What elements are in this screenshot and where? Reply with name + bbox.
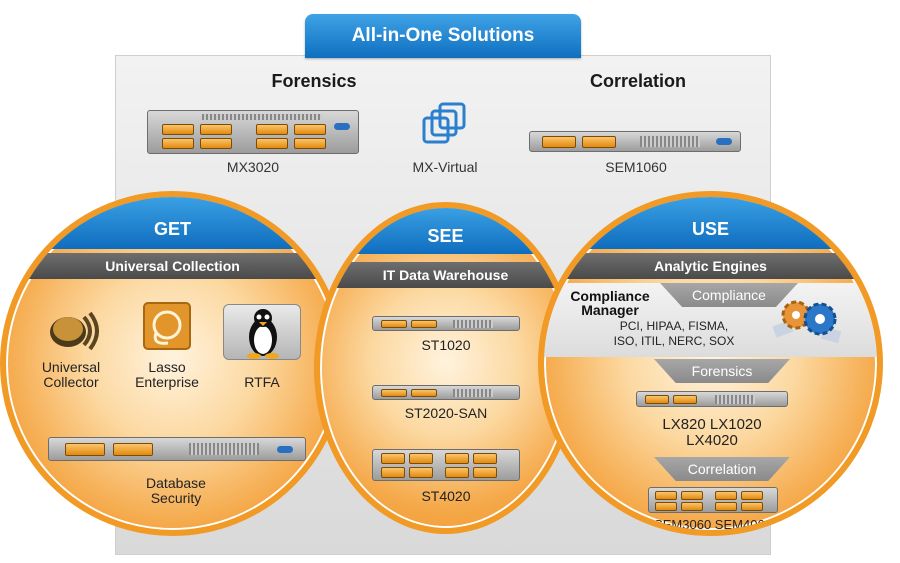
universal-collection-bar: Universal Collection [6,253,339,279]
it-data-warehouse-bar: IT Data Warehouse [320,262,571,288]
see-title: SEE [320,208,571,254]
sem-server-icon [648,487,778,513]
standards-line-1: PCI, HIPAA, FISMA, [619,319,729,333]
compliance-manager-label: Compliance Manager [560,289,660,317]
sem1060-server-icon [529,131,741,152]
standards-line-2: ISO, ITIL, NERC, SOX [613,334,735,348]
compliance-standards: PCI, HIPAA, FISMA, ISO, ITIL, NERC, SOX [584,319,764,349]
virtual-cubes-icon [422,102,466,144]
all-in-one-tab: All-in-One Solutions [305,14,581,58]
use-circle: USE Analytic Engines Compliance Complian… [538,191,883,536]
forensics-heading: Forensics [271,71,357,91]
compliance-manager-line-1: Compliance [570,288,650,304]
linux-penguin-icon [247,309,279,359]
sem-models-label: SEM3060 SEM4060 [654,517,772,532]
forensics-trapezoid: Forensics [654,359,790,383]
lx-models-line-2: LX4020 [686,432,738,449]
database-security-label: Database Security [126,476,226,506]
analytic-engines-bar: Analytic Engines [544,253,877,279]
correlation-heading: Correlation [589,71,686,91]
universal-collector-label: Universal Collector [26,360,116,390]
st4020-label: ST4020 [421,488,471,504]
universal-collector-icon [50,311,99,351]
get-title: GET [6,197,339,249]
mx3020-server-icon [147,110,359,154]
lasso-enterprise-line-2: Enterprise [135,374,199,390]
compliance-manager-line-2: Manager [581,302,639,318]
database-security-line-1: Database [146,475,206,491]
compliance-trapezoid: Compliance [660,283,798,307]
st1020-server-icon [372,316,520,331]
tab-title: All-in-One Solutions [351,25,535,46]
lx-models-label: LX820 LX1020 LX4020 [632,417,792,449]
universal-collector-line-2: Collector [43,374,99,390]
rtfa-label: RTFA [244,374,280,390]
lx-server-icon [636,391,788,407]
st2020-label: ST2020-SAN [404,405,488,421]
rtfa-box [223,304,301,360]
correlation-trapezoid: Correlation [654,457,790,481]
gears-icon [772,300,842,344]
st1020-label: ST1020 [421,337,471,353]
mx3020-label: MX3020 [226,159,280,175]
st2020-server-icon [372,385,520,400]
lasso-icon [143,302,191,350]
st4020-server-icon [372,449,520,481]
mx-virtual-label: MX-Virtual [412,159,478,175]
see-circle: SEE IT Data Warehouse ST1020 ST2020-SAN … [314,202,577,534]
lasso-enterprise-line-1: Lasso [148,359,186,375]
database-security-server-icon [48,437,306,461]
lx-models-line-1: LX820 LX1020 [662,416,762,433]
universal-collector-line-1: Universal [41,359,101,375]
lasso-enterprise-label: Lasso Enterprise [119,360,215,390]
sem1060-label: SEM1060 [605,159,667,175]
get-circle: GET Universal Collection Universal Colle… [0,191,345,536]
database-security-line-2: Security [150,490,202,506]
use-title: USE [544,197,877,249]
